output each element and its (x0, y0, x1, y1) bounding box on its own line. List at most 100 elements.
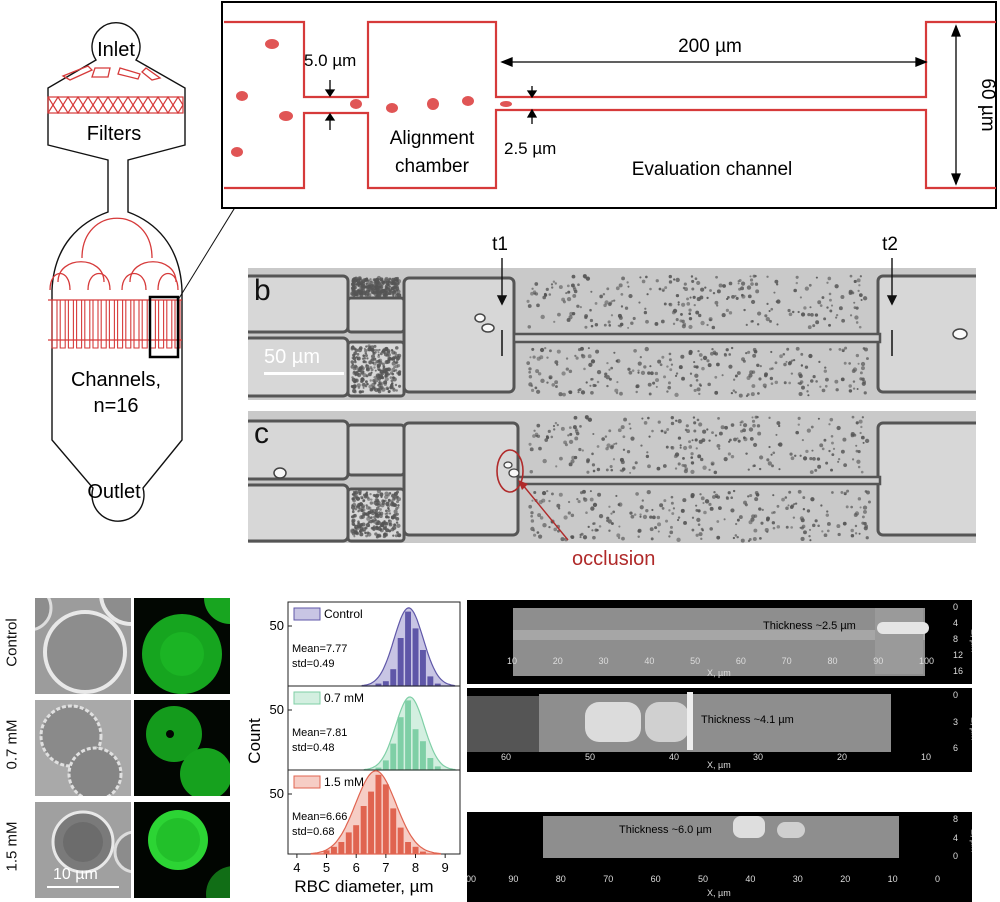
hist-bar (405, 611, 411, 686)
chip-channel (133, 300, 140, 349)
micrograph-panel-c: c (248, 411, 976, 543)
hist-stat: Mean=7.81 (292, 727, 347, 739)
time-markers: t1 t2 (492, 234, 898, 306)
hist-stat: std=0.48 (292, 742, 335, 754)
zoom-frame (221, 1, 997, 209)
render-xtick: 60 (501, 752, 512, 762)
hist-bar (375, 767, 382, 770)
render-ztick: 4 (953, 618, 959, 628)
tile-0.7mM-fluorescence (134, 700, 230, 796)
hist-bar (382, 681, 389, 686)
dim-200um-label: 200 µm (678, 36, 742, 57)
tile-1.5mM-brightfield: 10 µm (35, 802, 131, 898)
chip-channel (166, 300, 173, 349)
chip-channel (158, 300, 165, 349)
hist-bar (390, 808, 397, 854)
hist-bar (420, 851, 426, 854)
hist-bar (368, 791, 374, 854)
hist-bar (331, 846, 337, 854)
hist-ytick: 50 (270, 702, 284, 717)
hist-xtick: 9 (442, 860, 449, 875)
hist-bar (375, 774, 382, 854)
panel-b-letter: b (254, 274, 271, 307)
hist-xlabel: RBC diameter, µm (294, 877, 433, 896)
panel-b-channel (248, 274, 976, 398)
channel-walls (224, 20, 996, 190)
hist-legend-label: 1.5 mM (324, 775, 364, 789)
thickness-0.7mM: Thickness ~4.1 µm (701, 714, 794, 726)
hist-bar (390, 669, 397, 686)
hist-bar (382, 784, 389, 854)
panel-c-letter: c (254, 417, 269, 450)
render-xtick: 100 (467, 874, 477, 884)
hist-bar (420, 650, 426, 686)
hist-bar (360, 806, 367, 854)
tile-control-fluorescence (134, 598, 230, 694)
render-xtick: 90 (508, 874, 519, 884)
render-ztick: 0 (953, 851, 959, 862)
hist-xtick: 5 (323, 860, 330, 875)
render-1.5mM: Thickness ~6.0 µm X, µm 1009080706050403… (467, 812, 972, 902)
hist-bar (427, 676, 434, 686)
chip-channel (84, 300, 91, 349)
panel-b-scale-bar (264, 372, 344, 375)
micrograph-panel-b: b 50 µm (248, 268, 976, 400)
hist-xtick: 4 (293, 860, 300, 875)
render-xtick: 40 (745, 874, 756, 884)
render-ztick: 0 (953, 602, 959, 612)
tile-control-brightfield (35, 598, 131, 694)
render-xtick: 10 (887, 874, 898, 884)
render-xtick: 20 (840, 874, 851, 884)
thickness-1.5mM: Thickness ~6.0 µm (619, 824, 712, 836)
panel-c-channel (248, 415, 976, 543)
thickness-control: Thickness ~2.5 µm (763, 620, 856, 632)
chip-channel (141, 300, 148, 349)
render-0-xaxis: X, µm (707, 668, 731, 678)
render-xtick: 40 (644, 656, 655, 666)
row-label-1.5mM: 1.5 mM (3, 821, 21, 872)
render-xtick: 80 (555, 874, 566, 884)
render-ztick: 3 (953, 716, 959, 727)
panel-b-scale-label: 50 µm (264, 346, 320, 368)
channel-zoom-schematic: 5.0 µm 200 µm 60 µm 2.5 µm Alignment cha… (221, 1, 998, 209)
tile-scale-bar (47, 886, 119, 888)
chip-channel (108, 300, 115, 349)
render-xtick: 0 (935, 874, 941, 884)
hist-bar (323, 850, 330, 854)
hist-panel-1: 0.7 mM Mean=7.81 std=0.48 50 (270, 685, 461, 771)
filters-label: Filters (87, 123, 141, 145)
tile-1.5mM-fluorescence (134, 802, 230, 898)
alignment-label-1: Alignment (390, 128, 475, 149)
hist-legend-swatch (293, 691, 321, 705)
chip-channels (51, 300, 181, 349)
dim-5um-label: 5.0 µm (304, 51, 356, 70)
channels-label: Channels, (71, 369, 161, 391)
hist-ytick: 50 (270, 618, 284, 633)
hist-bar (353, 825, 360, 854)
chip-channel (125, 300, 132, 349)
hist-bar (397, 638, 404, 686)
occlusion-label: occlusion (572, 548, 655, 570)
hist-bar (345, 832, 352, 854)
hist-bar (412, 846, 419, 854)
hist-legend-label: 0.7 mM (324, 691, 364, 705)
hist-bar (434, 683, 441, 686)
render-xtick: 90 (873, 656, 884, 666)
render-2-xaxis: X, µm (707, 888, 731, 898)
hist-bar (405, 842, 411, 854)
t2-label: t2 (882, 234, 898, 255)
row-label-control: Control (3, 618, 21, 667)
hist-bar (420, 741, 426, 770)
chip-schematic: Inlet Filters Channels, n=16 Outlet (47, 22, 240, 522)
hist-stat: Mean=6.66 (292, 811, 347, 823)
hist-bar (375, 683, 382, 686)
render-1-xaxis: X, µm (707, 760, 731, 770)
hist-stat: std=0.68 (292, 826, 335, 838)
hist-bar (397, 717, 404, 770)
render-xtick: 30 (753, 752, 764, 762)
render-xtick: 50 (690, 656, 701, 666)
render-zaxis: Z, µm (969, 829, 972, 853)
hist-bar (338, 842, 345, 854)
